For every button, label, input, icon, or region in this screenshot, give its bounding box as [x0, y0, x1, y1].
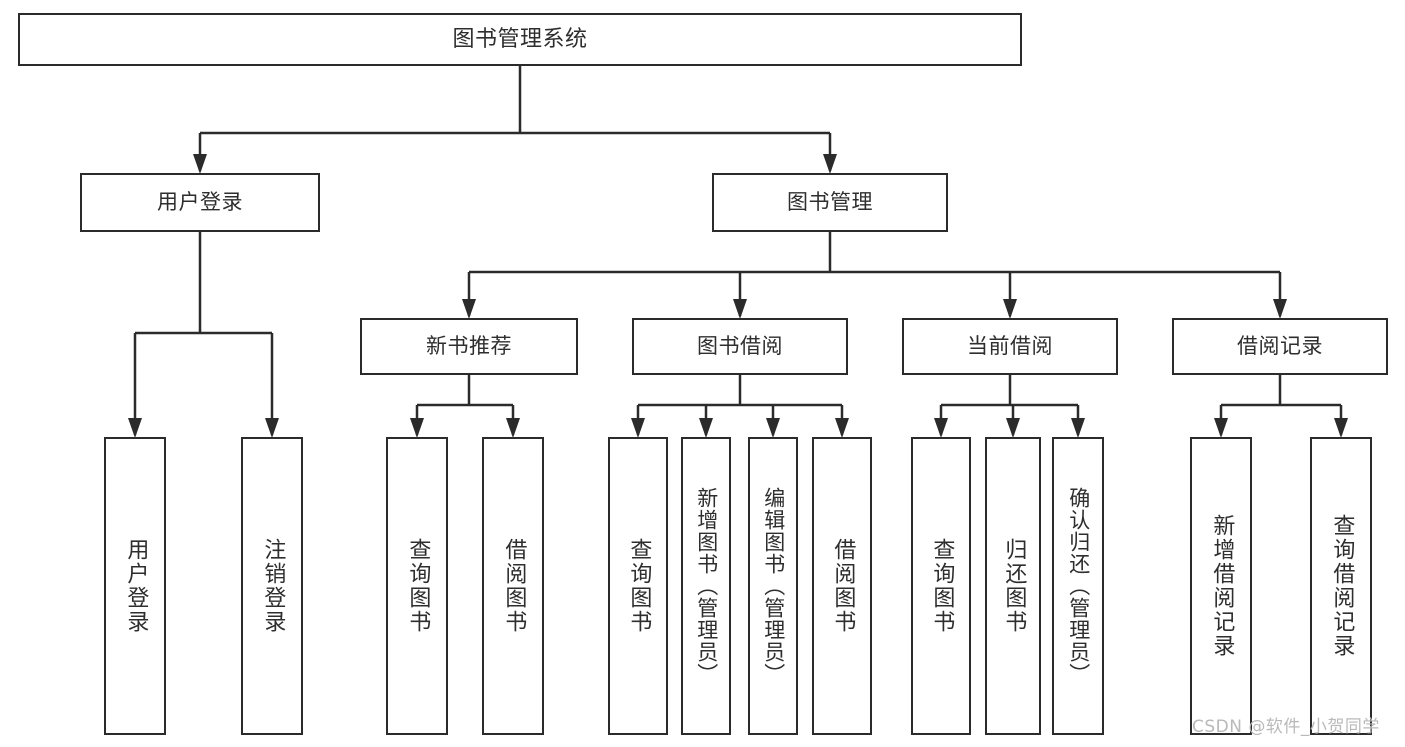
- node-leaf6[interactable]: 新增图书（管理员）: [681, 437, 731, 735]
- arrow-head: [699, 418, 713, 438]
- node-leaf10[interactable]: 归还图书: [985, 437, 1041, 735]
- node-newrec[interactable]: 新书推荐: [360, 318, 578, 375]
- arrow-head: [1273, 299, 1287, 319]
- node-label: 查询借阅记录: [1329, 514, 1355, 658]
- node-label: 编辑图书（管理员）: [761, 487, 786, 685]
- node-label: 查询图书: [405, 538, 431, 634]
- arrow-head: [265, 418, 279, 438]
- node-label: 图书管理: [787, 190, 873, 215]
- arrow-head: [766, 418, 780, 438]
- arrow-head: [1071, 418, 1085, 438]
- arrow-head: [835, 418, 849, 438]
- node-label: 图书管理系统: [452, 26, 588, 52]
- node-label: 借阅图书: [830, 538, 856, 634]
- node-label: 归还图书: [1001, 538, 1027, 634]
- node-leaf1[interactable]: 用户登录: [104, 437, 166, 735]
- csdn-watermark: CSDN @软件_小贺同学: [1192, 717, 1380, 737]
- node-label: 确认归还（管理员）: [1066, 487, 1091, 685]
- arrow-head: [823, 154, 837, 174]
- arrow-head: [1003, 299, 1017, 319]
- node-leaf12[interactable]: 新增借阅记录: [1190, 437, 1252, 735]
- arrow-head: [733, 299, 747, 319]
- node-label: 查询图书: [626, 538, 652, 634]
- node-records[interactable]: 借阅记录: [1172, 318, 1388, 375]
- node-label: 新增借阅记录: [1209, 514, 1235, 658]
- node-leaf4[interactable]: 借阅图书: [482, 437, 544, 735]
- node-bookmgmt[interactable]: 图书管理: [712, 173, 948, 232]
- node-label: 查询图书: [929, 538, 955, 634]
- arrow-head: [462, 299, 476, 319]
- node-label: 新书推荐: [426, 334, 512, 359]
- node-leaf8[interactable]: 借阅图书: [812, 437, 872, 735]
- arrow-head: [1006, 418, 1020, 438]
- node-label: 注销登录: [260, 538, 286, 634]
- node-label: 新增图书（管理员）: [694, 487, 719, 685]
- node-current[interactable]: 当前借阅: [902, 318, 1118, 375]
- arrow-head: [1214, 418, 1228, 438]
- node-label: 图书借阅: [697, 334, 783, 359]
- arrow-head: [934, 418, 948, 438]
- node-leaf2[interactable]: 注销登录: [241, 437, 303, 735]
- arrow-head: [193, 154, 207, 174]
- node-leaf13[interactable]: 查询借阅记录: [1310, 437, 1372, 735]
- node-leaf9[interactable]: 查询图书: [911, 437, 971, 735]
- node-label: 用户登录: [123, 538, 149, 634]
- arrow-head: [506, 418, 520, 438]
- node-login[interactable]: 用户登录: [80, 173, 320, 232]
- node-leaf7[interactable]: 编辑图书（管理员）: [748, 437, 798, 735]
- node-label: 当前借阅: [967, 334, 1053, 359]
- node-leaf5[interactable]: 查询图书: [608, 437, 668, 735]
- node-label: 借阅记录: [1237, 334, 1323, 359]
- node-label: 用户登录: [157, 190, 243, 215]
- arrow-head: [128, 418, 142, 438]
- node-leaf3[interactable]: 查询图书: [386, 437, 448, 735]
- arrow-head: [410, 418, 424, 438]
- arrow-head: [1334, 418, 1348, 438]
- node-leaf11[interactable]: 确认归还（管理员）: [1052, 437, 1104, 735]
- node-label: 借阅图书: [501, 538, 527, 634]
- node-root[interactable]: 图书管理系统: [18, 13, 1022, 66]
- node-borrow[interactable]: 图书借阅: [632, 318, 848, 375]
- arrow-head: [631, 418, 645, 438]
